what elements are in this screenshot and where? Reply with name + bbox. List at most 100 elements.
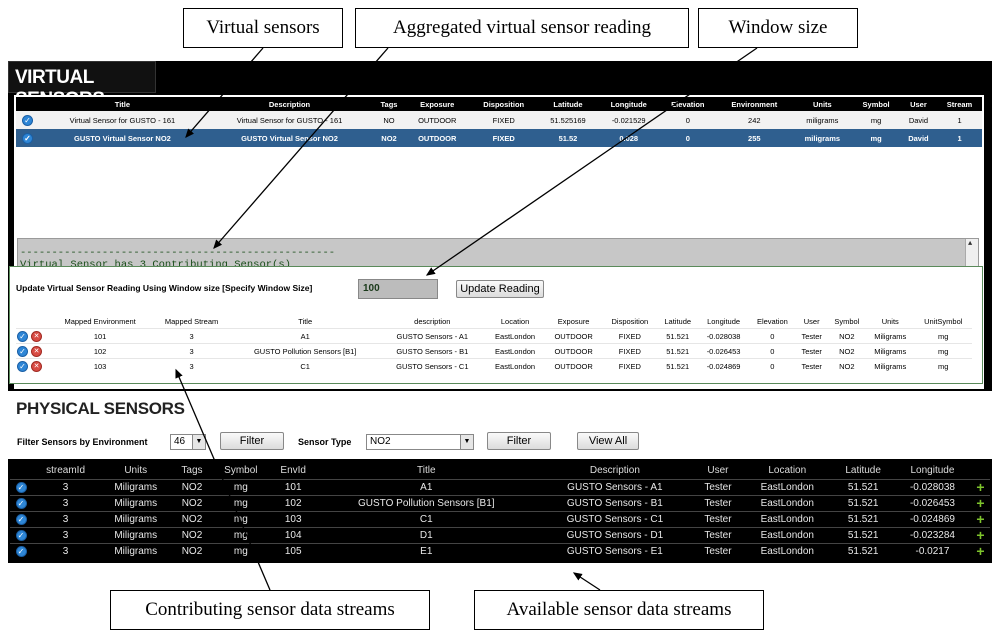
plus-icon[interactable]: + — [976, 542, 985, 559]
plus-icon[interactable]: + — [976, 478, 985, 495]
column-header[interactable]: Elevation — [659, 97, 717, 111]
filter-environment-button[interactable]: Filter — [220, 432, 284, 450]
column-header[interactable]: Symbol — [224, 464, 258, 476]
table-cell: 102 — [48, 343, 153, 359]
column-header: Longitude — [707, 317, 741, 326]
table-cell: A1 — [316, 479, 537, 496]
column-header[interactable]: EnvId — [280, 464, 306, 476]
column-header[interactable]: Longitude — [910, 464, 955, 476]
column-header[interactable]: Title — [38, 97, 206, 111]
column-header[interactable]: User — [707, 464, 729, 476]
table-cell: EastLondon — [485, 328, 545, 344]
select-cell[interactable]: ✓ — [10, 495, 32, 512]
column-header: description — [414, 317, 451, 326]
column-header: Disposition — [611, 317, 649, 326]
column-header[interactable]: Units — [124, 464, 148, 476]
column-header[interactable]: Exposure — [404, 97, 470, 111]
column-header[interactable]: Latitude — [537, 97, 599, 111]
sensor-type-select-value: NO2 — [370, 436, 391, 447]
sensor-type-select[interactable]: NO2 ▼ — [366, 434, 474, 450]
update-reading-panel: Update Virtual Sensor Reading Using Wind… — [9, 266, 983, 384]
checkmark-icon[interactable]: ✓ — [15, 545, 27, 557]
select-cell[interactable]: ✓ — [16, 111, 39, 129]
column-header[interactable]: Location — [768, 464, 807, 476]
checkmark-icon[interactable]: ✓ — [15, 481, 27, 493]
chevron-down-icon[interactable]: ▼ — [460, 435, 473, 449]
column-header[interactable]: Latitude — [845, 464, 881, 476]
add-cell[interactable]: + — [970, 526, 990, 544]
view-all-button[interactable]: View All — [577, 432, 639, 450]
table-cell: D1 — [316, 527, 537, 544]
column-header[interactable]: Symbol — [852, 97, 900, 111]
table-cell: OUTDOOR — [404, 111, 470, 129]
column-header: Exposure — [557, 317, 590, 326]
select-cell[interactable]: ✓ — [16, 129, 39, 147]
table-cell: GUSTO Sensors - C1 — [536, 511, 694, 528]
select-cell[interactable]: ✓ — [10, 479, 32, 496]
table-cell: NO2 — [172, 479, 212, 496]
table-cell: Tester — [693, 495, 743, 512]
table-cell: 0 — [659, 111, 717, 129]
column-header[interactable]: Tags — [373, 97, 405, 111]
checkmark-icon[interactable]: ✓ — [21, 114, 33, 126]
table-cell: 104 — [270, 527, 317, 544]
environment-select[interactable]: 46 ▼ — [170, 434, 206, 450]
column-header[interactable]: streamId — [46, 464, 86, 476]
delete-icon[interactable]: ✕ — [31, 345, 42, 357]
table-cell: NO2 — [373, 129, 405, 147]
add-cell[interactable]: + — [970, 478, 990, 496]
chevron-down-icon[interactable]: ▼ — [192, 435, 205, 449]
column-header[interactable]: Units — [792, 97, 853, 111]
checkmark-icon[interactable]: ✓ — [21, 132, 33, 144]
checkmark-icon[interactable]: ✓ — [15, 529, 27, 541]
column-header[interactable]: Longitude — [598, 97, 660, 111]
column-header[interactable]: Tags — [181, 464, 203, 476]
column-header[interactable]: Environment — [716, 97, 793, 111]
add-cell[interactable]: + — [970, 494, 990, 512]
table-cell: Miligrams — [866, 358, 915, 373]
table-cell: 242 — [716, 111, 793, 129]
environment-select-value: 46 — [174, 436, 186, 447]
update-reading-button[interactable]: Update Reading — [456, 280, 544, 298]
column-header[interactable]: Description — [205, 97, 374, 111]
column-header[interactable]: Disposition — [469, 97, 538, 111]
scroll-up-icon[interactable]: ▲ — [968, 240, 973, 248]
add-cell[interactable]: + — [970, 510, 990, 528]
table-cell: 101 — [270, 479, 317, 496]
checkmark-icon[interactable]: ✓ — [17, 330, 28, 342]
window-size-input[interactable]: 100 — [358, 279, 438, 299]
callout-virtual-sensors: Virtual sensors — [183, 8, 343, 48]
table-cell: EastLondon — [485, 343, 545, 359]
checkmark-icon[interactable]: ✓ — [17, 345, 28, 357]
checkmark-icon[interactable]: ✓ — [17, 360, 28, 372]
table-cell: David — [899, 111, 938, 129]
checkmark-icon[interactable]: ✓ — [15, 513, 27, 525]
select-cell[interactable]: ✓ — [10, 543, 32, 559]
checkmark-icon[interactable]: ✓ — [15, 497, 27, 509]
plus-icon[interactable]: + — [976, 510, 985, 527]
table-cell: Miligrams — [99, 495, 173, 512]
plus-icon[interactable]: + — [976, 526, 985, 543]
table-cell: NO2 — [827, 328, 867, 344]
add-cell[interactable]: + — [970, 542, 990, 559]
column-header[interactable]: User — [899, 97, 938, 111]
column-header[interactable]: Title — [417, 464, 436, 476]
select-cell[interactable]: ✓ — [10, 511, 32, 528]
table-cell: 3 — [32, 543, 100, 559]
column-header[interactable]: Description — [589, 464, 640, 476]
select-cell[interactable]: ✓ — [10, 527, 32, 544]
plus-icon[interactable]: + — [976, 494, 985, 511]
filter-type-button[interactable]: Filter — [487, 432, 551, 450]
delete-icon[interactable]: ✕ — [31, 360, 42, 372]
table-cell: -0.028038 — [698, 328, 750, 344]
column-header[interactable]: Stream — [937, 97, 982, 111]
table-cell: GUSTO Sensors - C1 — [379, 358, 486, 373]
delete-icon[interactable]: ✕ — [31, 330, 42, 342]
